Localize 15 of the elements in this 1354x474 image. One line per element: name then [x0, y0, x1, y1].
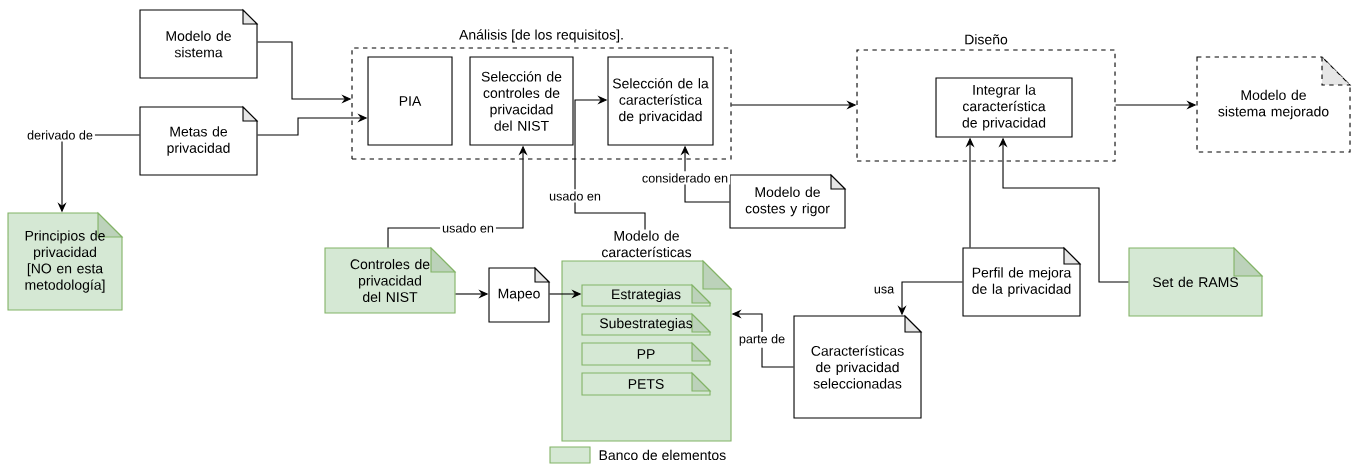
- arrow: [574, 95, 646, 230]
- process-box: Integrar la característica de privacidad: [935, 77, 1073, 138]
- process-box: PIA: [367, 56, 453, 146]
- edge-label: usado en: [547, 189, 603, 203]
- node-label: Modelo de características: [601, 230, 692, 258]
- process-box: Selección de controles de privacidad del NIST: [469, 56, 574, 146]
- legend-label: Banco de elementos: [599, 449, 726, 461]
- edge-label: parte de: [736, 332, 788, 348]
- edge-label: derivado de: [25, 128, 95, 142]
- node-label: Análisis [de los requisitos].: [459, 29, 623, 43]
- edge-label: usa: [871, 284, 897, 296]
- edge-label: usado en: [440, 221, 496, 235]
- edge-label: considerado en: [639, 171, 731, 185]
- node-label: Diseño: [965, 34, 1008, 45]
- process-box: Selección de la característica de privacidad: [607, 56, 714, 146]
